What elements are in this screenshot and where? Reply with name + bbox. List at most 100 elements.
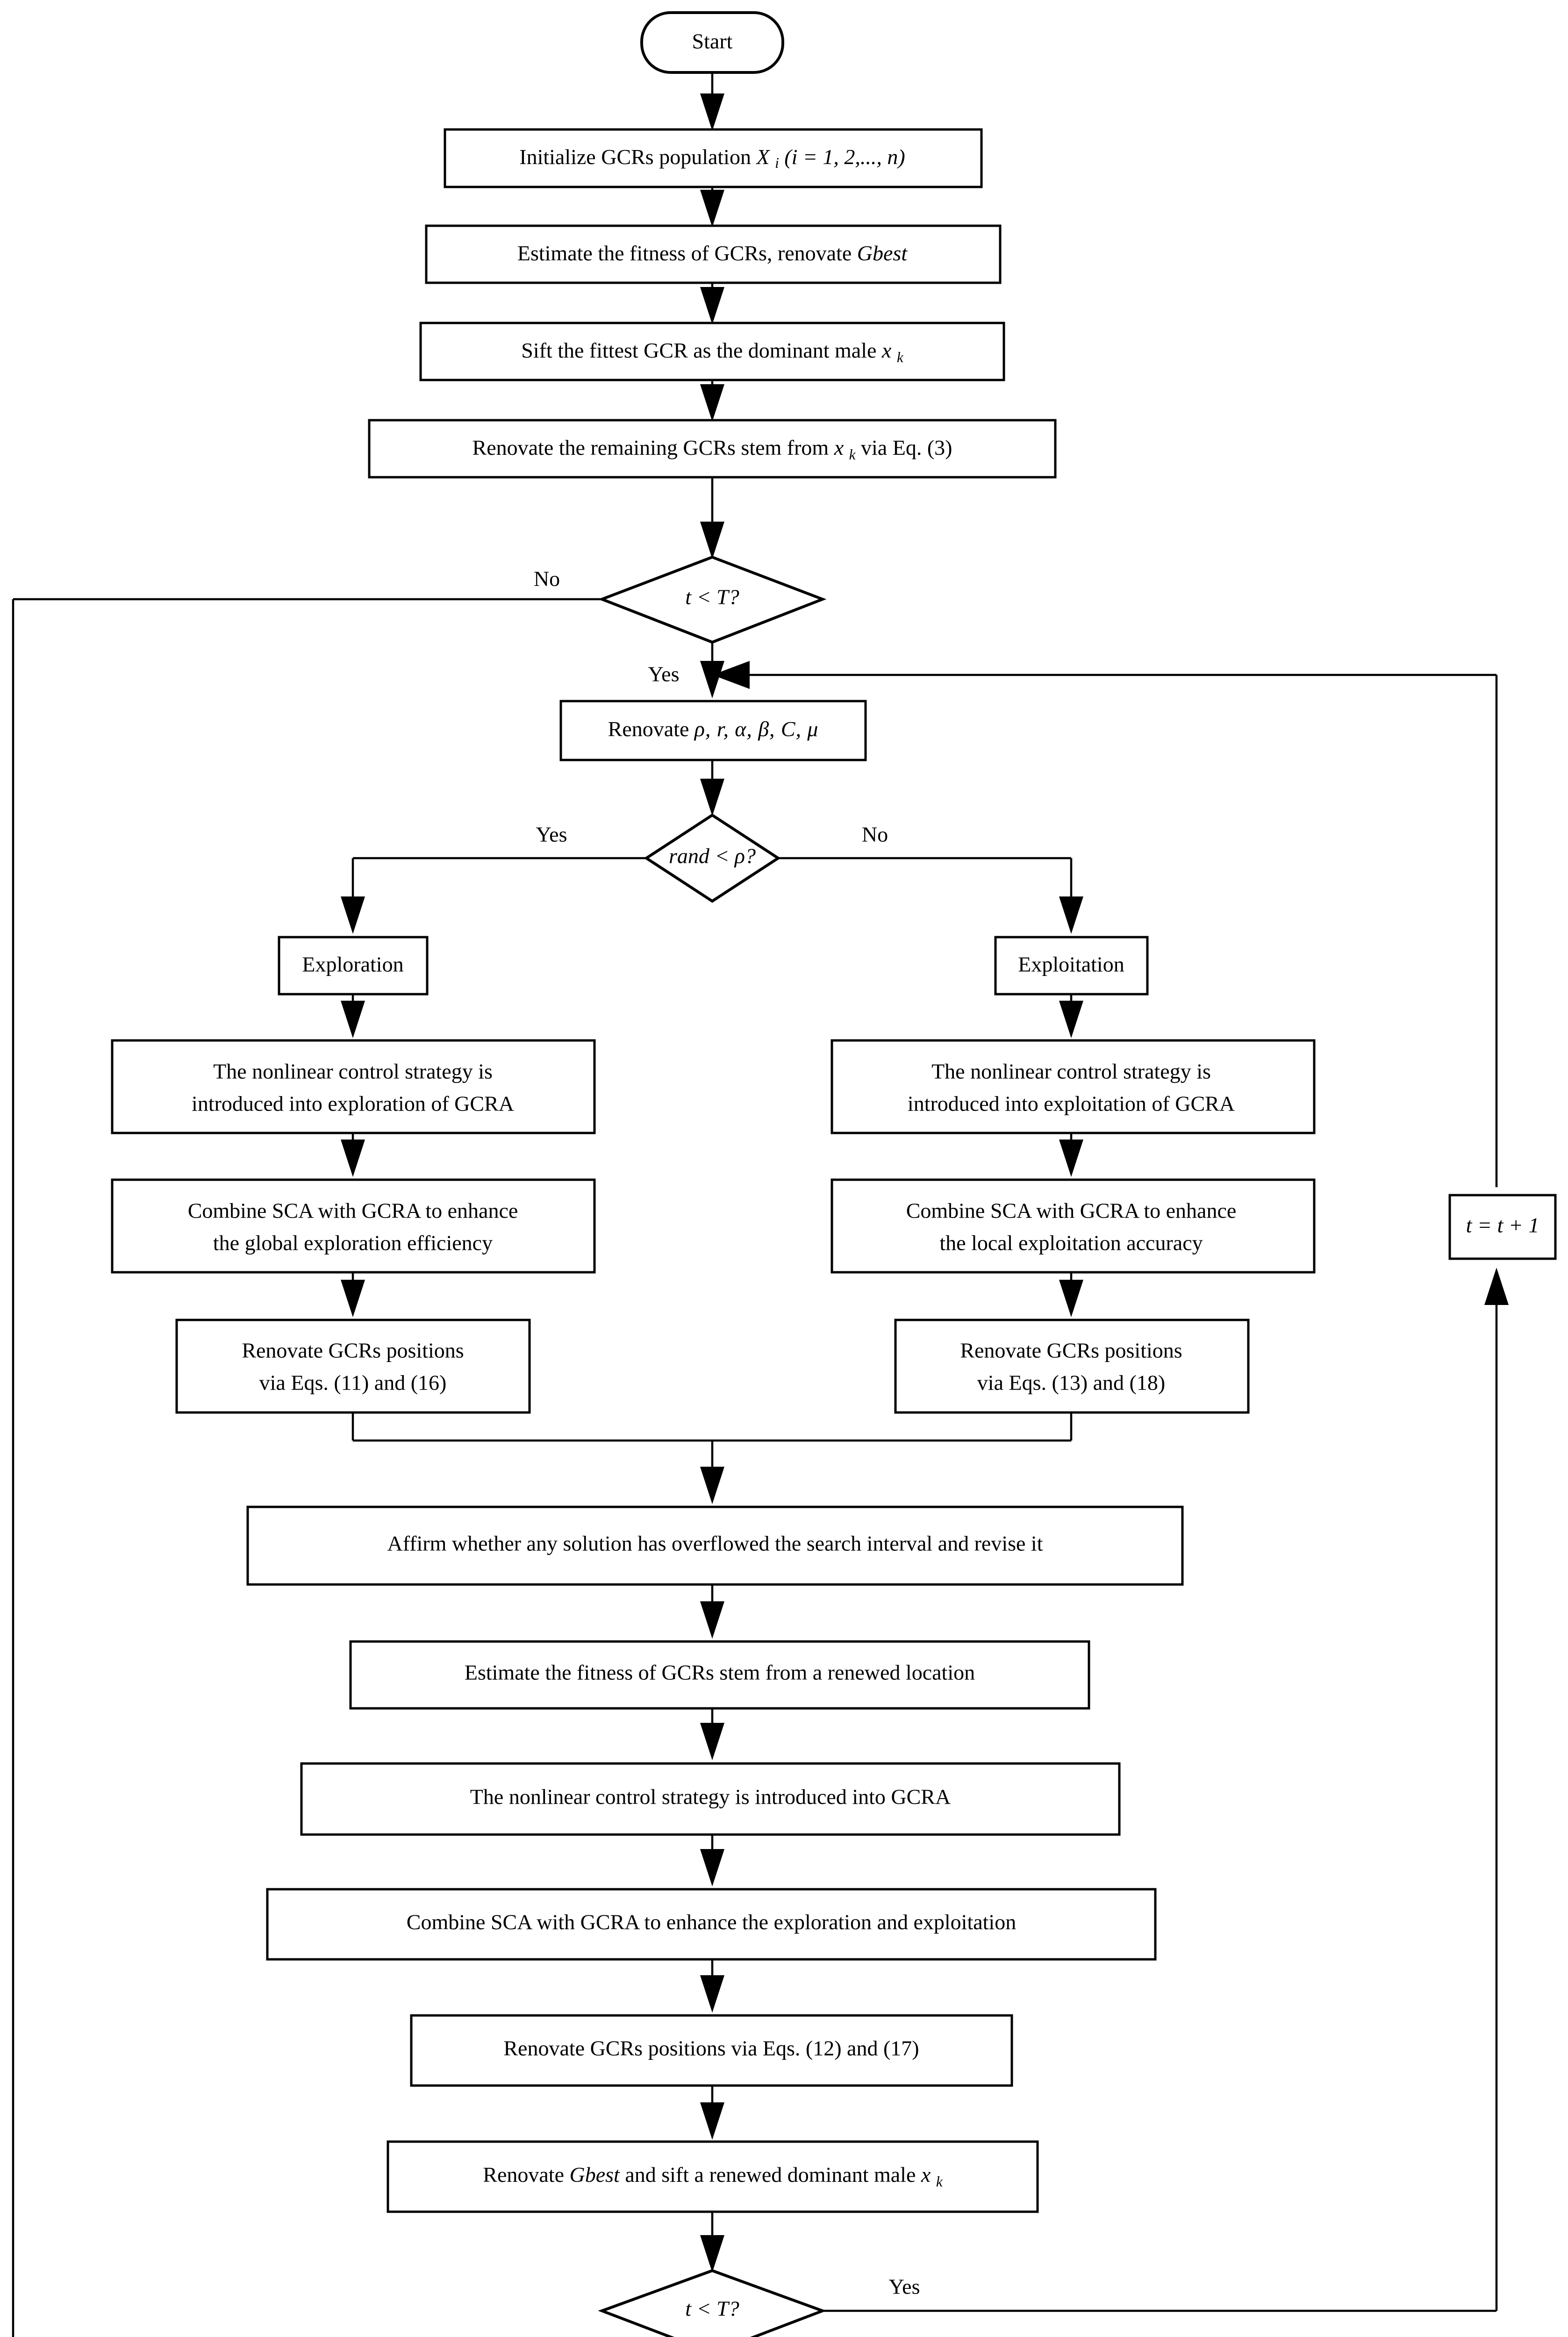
edge-estimate-to-sift xyxy=(700,283,724,324)
node-sift-fittest-text: Sift the fittest GCR as the dominant mal… xyxy=(521,338,882,362)
node-renovate-remaining-var: x xyxy=(834,436,844,459)
node-estimate-renewed[interactable]: Estimate the fitness of GCRs stem from a… xyxy=(349,1640,1090,1710)
edge-start-to-initialize xyxy=(700,72,724,131)
node-initialize[interactable]: Initialize GCRs population X i (i = 1, 2… xyxy=(444,128,983,188)
node-renovate-pos-left-line1: Renovate GCRs positions xyxy=(242,1339,464,1362)
edge-label-top-yes: Yes xyxy=(648,662,680,686)
node-nonlinear-exploitation-line1: The nonlinear control strategy is xyxy=(931,1060,1211,1083)
node-renovate-gbest[interactable]: Renovate Gbest and sift a renewed domina… xyxy=(387,2140,1039,2213)
node-estimate-renewed-label: Estimate the fitness of GCRs stem from a… xyxy=(465,1661,975,1685)
node-start-label: Start xyxy=(692,29,733,53)
node-renovate-pos-left-line2: via Eqs. (11) and (16) xyxy=(259,1371,447,1395)
node-renovate-gbest-var: x xyxy=(921,2163,931,2186)
node-initialize-text: Initialize GCRs population xyxy=(519,145,751,169)
node-exploitation[interactable]: Exploitation xyxy=(994,936,1149,996)
edge-decision-top-no-to-return xyxy=(12,598,603,2337)
node-nonlinear-exploitation[interactable]: The nonlinear control strategy is introd… xyxy=(831,1039,1316,1134)
node-combine-local[interactable]: Combine SCA with GCRA to enhance the loc… xyxy=(831,1178,1316,1274)
edge-sift-to-renovate-remaining xyxy=(700,380,724,422)
node-sift-fittest[interactable]: Sift the fittest GCR as the dominant mal… xyxy=(419,322,1005,381)
node-renovate-params[interactable]: Renovate ρ, r, α, β, C, μ xyxy=(559,700,867,761)
node-combine-local-line1: Combine SCA with GCRA to enhance xyxy=(906,1199,1237,1223)
node-exploration-label: Exploration xyxy=(302,953,403,976)
edge-label-rand-yes: Yes xyxy=(536,823,567,846)
node-initialize-range: (i = 1, 2,..., n) xyxy=(784,145,905,169)
node-nonlinear-exploration[interactable]: The nonlinear control strategy is introd… xyxy=(111,1039,596,1134)
node-estimate-fitness-label: Estimate the fitness of GCRs, renovate G… xyxy=(517,241,908,265)
node-combine-local-line2: the local exploitation accuracy xyxy=(939,1231,1203,1255)
node-decision-top-label: t < T? xyxy=(685,585,739,609)
edge-initialize-to-estimate xyxy=(700,187,724,227)
edge-estimate-renewed-to-nonlinear-gcra xyxy=(700,1708,724,1760)
node-nonlinear-exploration-line1: The nonlinear control strategy is xyxy=(213,1060,493,1083)
node-combine-global-line2: the global exploration efficiency xyxy=(213,1231,493,1255)
edge-label-top-no: No xyxy=(534,567,560,591)
node-renovate-params-label: Renovate ρ, r, α, β, C, μ xyxy=(608,717,819,741)
node-estimate-fitness-gbest: Gbest xyxy=(857,241,908,265)
node-sift-fittest-var: x xyxy=(881,338,892,362)
node-initialize-var: X xyxy=(755,145,770,169)
edge-nonlinear-gcra-to-combine-both xyxy=(700,1835,724,1886)
node-combine-both[interactable]: Combine SCA with GCRA to enhance the exp… xyxy=(266,1888,1157,1961)
edge-increment-to-loop-junction xyxy=(712,661,1498,1187)
node-nonlinear-gcra[interactable]: The nonlinear control strategy is introd… xyxy=(300,1762,1121,1836)
node-nonlinear-exploitation-line2: introduced into exploitation of GCRA xyxy=(908,1092,1235,1116)
edge-nonlinear-left-to-combine-global xyxy=(341,1133,365,1177)
node-combine-global[interactable]: Combine SCA with GCRA to enhance the glo… xyxy=(111,1178,596,1274)
node-decision-bottom[interactable]: t < T? xyxy=(598,2269,827,2337)
edge-decision-rand-no-to-exploitation xyxy=(777,857,1083,934)
node-renovate-pos-right[interactable]: Renovate GCRs positions via Eqs. (13) an… xyxy=(894,1319,1250,1414)
node-renovate-pos-right-line2: via Eqs. (13) and (18) xyxy=(977,1371,1165,1395)
node-decision-bottom-label: t < T? xyxy=(685,2297,739,2321)
edge-label-bottom-yes: Yes xyxy=(889,2275,920,2299)
node-exploration[interactable]: Exploration xyxy=(278,936,429,996)
node-renovate-params-text: Renovate xyxy=(608,717,695,741)
node-renovate-pos-left[interactable]: Renovate GCRs positions via Eqs. (11) an… xyxy=(175,1319,531,1414)
edge-nonlinear-right-to-combine-local xyxy=(1059,1133,1083,1177)
edge-exploitation-to-nonlinear-right xyxy=(1059,994,1083,1038)
node-affirm-overflow[interactable]: Affirm whether any solution has overflow… xyxy=(246,1505,1184,1586)
node-renovate-remaining-subscript: k xyxy=(849,446,856,463)
edge-decision-rand-yes-to-exploration xyxy=(341,857,647,934)
node-estimate-fitness[interactable]: Estimate the fitness of GCRs, renovate G… xyxy=(425,224,1002,284)
edge-combine-global-to-renovate-left xyxy=(341,1272,365,1317)
edge-label-rand-no: No xyxy=(862,823,888,846)
node-increment[interactable]: t = t + 1 xyxy=(1448,1194,1557,1260)
node-estimate-fitness-text: Estimate the fitness of GCRs, renovate xyxy=(517,241,857,265)
node-decision-top[interactable]: t < T? xyxy=(598,555,827,644)
node-renovate-gbest-label: Renovate Gbest and sift a renewed domina… xyxy=(483,2163,943,2190)
node-combine-both-label: Combine SCA with GCRA to enhance the exp… xyxy=(407,1910,1016,1934)
node-renovate-pos-merge-label: Renovate GCRs positions via Eqs. (12) an… xyxy=(503,2036,919,2060)
edge-renovate-params-to-decision-rand xyxy=(700,760,724,816)
node-renovate-pos-right-line1: Renovate GCRs positions xyxy=(960,1339,1182,1362)
node-decision-rand[interactable]: rand < ρ? xyxy=(644,813,781,903)
edge-branches-merge-to-affirm xyxy=(351,1412,1073,1504)
node-renovate-gbest-gbest: Gbest xyxy=(570,2163,621,2186)
edge-affirm-to-estimate-renewed xyxy=(700,1584,724,1639)
node-nonlinear-exploration-line2: introduced into exploration of GCRA xyxy=(192,1092,514,1116)
node-renovate-remaining-text: Renovate the remaining GCRs stem from xyxy=(473,436,834,459)
node-sift-fittest-subscript: k xyxy=(897,349,904,366)
node-renovate-gbest-text: Renovate xyxy=(483,2163,569,2186)
node-renovate-remaining[interactable]: Renovate the remaining GCRs stem from x … xyxy=(368,419,1057,479)
node-affirm-overflow-label: Affirm whether any solution has overflow… xyxy=(387,1532,1043,1556)
node-renovate-gbest-subscript: k xyxy=(936,2173,943,2190)
edge-combine-local-to-renovate-right xyxy=(1059,1272,1083,1317)
edge-renovate-gbest-to-decision-bottom xyxy=(700,2212,724,2272)
edge-renovate-remaining-to-decision-top xyxy=(700,477,724,559)
node-start[interactable]: Start xyxy=(640,11,784,74)
node-increment-label: t = t + 1 xyxy=(1466,1213,1539,1237)
edge-renovate-merge-to-renovate-gbest xyxy=(700,2086,724,2140)
node-renovate-remaining-eq: via Eq. (3) xyxy=(861,436,952,459)
node-combine-global-line1: Combine SCA with GCRA to enhance xyxy=(188,1199,518,1223)
node-renovate-pos-merge[interactable]: Renovate GCRs positions via Eqs. (12) an… xyxy=(410,2014,1013,2087)
edge-combine-both-to-renovate-merge xyxy=(700,1959,724,2013)
edge-decision-top-yes-to-renovate-params xyxy=(700,642,724,698)
node-renovate-params-symbols: ρ, r, α, β, C, μ xyxy=(694,717,818,741)
node-renovate-gbest-text2: and sift a renewed dominant male xyxy=(625,2163,921,2186)
node-initialize-label: Initialize GCRs population X i (i = 1, 2… xyxy=(519,145,905,174)
edge-exploration-to-nonlinear-left xyxy=(341,994,365,1038)
node-sift-fittest-label: Sift the fittest GCR as the dominant mal… xyxy=(521,338,904,366)
